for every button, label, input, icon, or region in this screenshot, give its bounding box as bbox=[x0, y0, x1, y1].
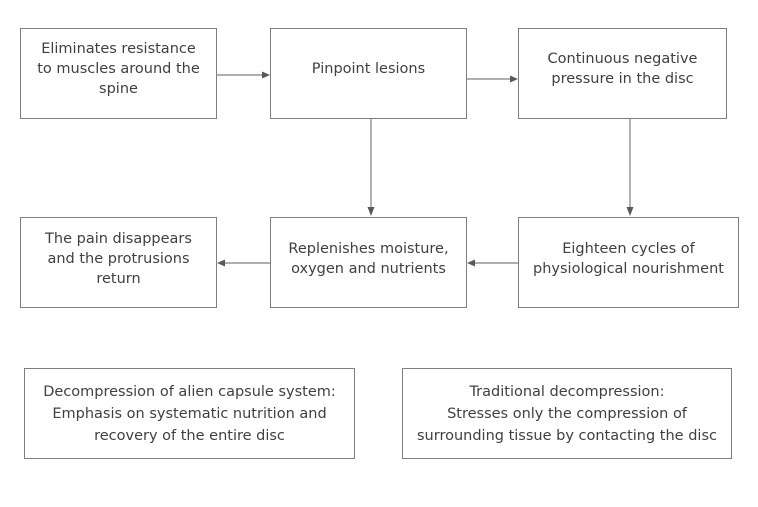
node-pain-disappears: The pain disappears and the protrusions … bbox=[20, 217, 217, 308]
arrow-continuous-to-eighteen bbox=[626, 119, 634, 216]
node-replenishes-moisture: Replenishes moisture, oxygen and nutrien… bbox=[270, 217, 467, 308]
note-label: Traditional decompression: Stresses only… bbox=[417, 383, 717, 444]
arrow-eighteen-to-replenishes bbox=[467, 259, 518, 267]
node-label: Continuous negative pressure in the disc bbox=[547, 50, 698, 87]
node-pinpoint-lesions: Pinpoint lesions bbox=[270, 28, 467, 119]
node-continuous-negative-pressure: Continuous negative pressure in the disc bbox=[518, 28, 727, 119]
note-traditional-decompression: Traditional decompression: Stresses only… bbox=[402, 368, 732, 459]
node-label: The pain disappears and the protrusions … bbox=[45, 230, 192, 287]
node-label: Eliminates resistance to muscles around … bbox=[37, 40, 200, 97]
note-alien-capsule-decompression: Decompression of alien capsule system: E… bbox=[24, 368, 355, 459]
arrow-eliminates-to-pinpoint bbox=[217, 71, 270, 79]
node-label: Eighteen cycles of physiological nourish… bbox=[533, 240, 724, 277]
arrow-pinpoint-to-continuous bbox=[467, 75, 518, 83]
node-label: Replenishes moisture, oxygen and nutrien… bbox=[288, 240, 449, 277]
arrow-replenishes-to-pain bbox=[217, 259, 270, 267]
node-eighteen-cycles: Eighteen cycles of physiological nourish… bbox=[518, 217, 739, 308]
node-eliminates-resistance: Eliminates resistance to muscles around … bbox=[20, 28, 217, 119]
arrow-pinpoint-to-replenishes bbox=[367, 119, 375, 216]
node-label: Pinpoint lesions bbox=[311, 60, 426, 77]
note-label: Decompression of alien capsule system: E… bbox=[43, 383, 336, 444]
